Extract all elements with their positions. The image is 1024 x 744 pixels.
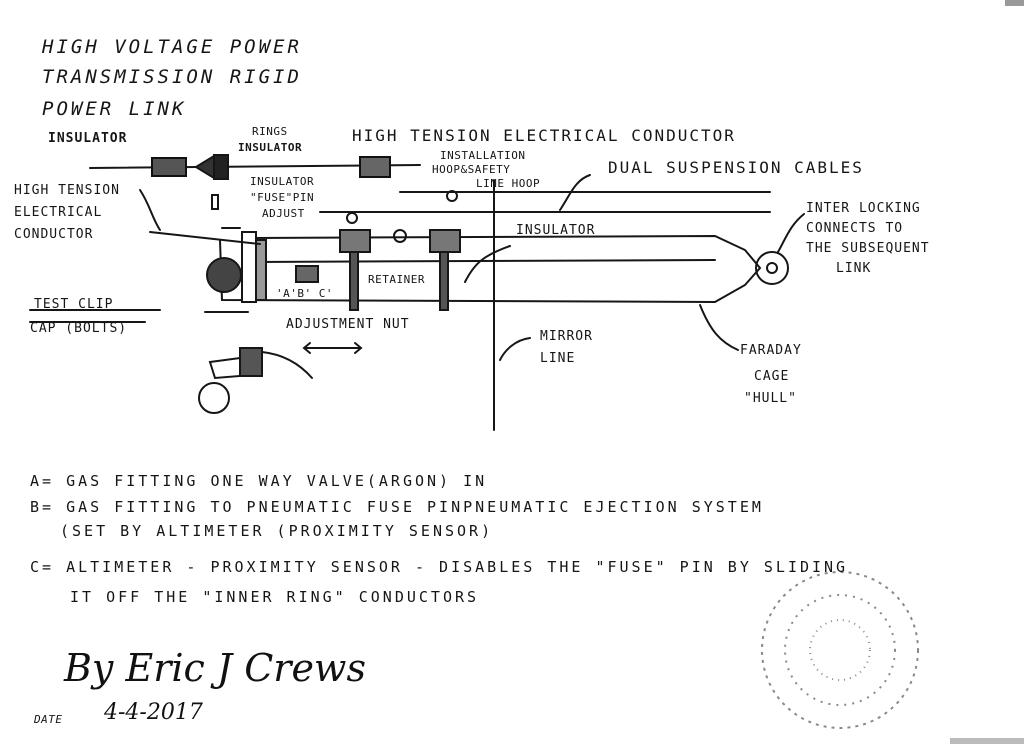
label-faraday-1: FARADAY	[740, 343, 802, 358]
note-b2: (SET BY ALTIMETER (PROXIMITY SENSOR)	[60, 522, 494, 540]
end-cap-gear	[206, 257, 242, 293]
leader-insulator-right	[464, 245, 511, 283]
hoop-left	[339, 229, 371, 253]
label-rings-insulator: INSULATOR	[238, 141, 303, 154]
title-line-1: HIGH VOLTAGE POWER	[42, 36, 302, 58]
leader-faraday	[699, 304, 739, 351]
corner-mark-top	[1005, 0, 1024, 6]
label-mirror-1: MIRROR	[540, 329, 593, 344]
lower-curve	[261, 351, 313, 379]
mid-insulator-block	[359, 156, 391, 178]
label-dual-suspension: DUAL SUSPENSION CABLES	[608, 158, 864, 177]
interlock-hole	[766, 262, 778, 274]
leader-mirror	[499, 337, 531, 361]
hoop-right	[429, 229, 461, 253]
date-label: DATE	[34, 713, 63, 726]
label-hoop-safety: HOOP&SAFETY	[432, 163, 511, 176]
faraday-hull-outline	[219, 234, 762, 304]
retainer-post-left	[349, 249, 359, 311]
leader-high-tension	[139, 189, 161, 231]
signature: By Eric J Crews	[64, 646, 366, 690]
fuse-pin-small	[211, 194, 219, 210]
label-insulator-top: INSULATOR	[48, 131, 128, 146]
note-b1: B= GAS FITTING TO PNEUMATIC FUSE PINPNEU…	[30, 498, 764, 516]
rings-block	[213, 154, 229, 180]
label-insulator-mid: INSULATOR	[250, 175, 315, 188]
label-mirror-2: LINE	[540, 351, 576, 366]
label-retainer: RETAINER	[368, 273, 425, 286]
top-insulator-block	[151, 157, 187, 177]
label-faraday-2: CAGE	[754, 369, 790, 384]
label-interlock-4: LINK	[836, 261, 872, 276]
label-interlock-2: CONNECTS TO	[806, 221, 904, 236]
label-high-tension-top: HIGH TENSION ELECTRICAL CONDUCTOR	[352, 126, 736, 145]
leader-interlock	[777, 213, 805, 253]
lower-fitting-body	[208, 356, 241, 380]
notary-stamp	[761, 571, 919, 729]
label-abc: 'A'B' C'	[276, 287, 333, 300]
label-high-tension-left-1: HIGH TENSION	[14, 183, 120, 198]
date-value: 4-4-2017	[104, 700, 203, 725]
title-line-3: POWER LINK	[42, 98, 187, 120]
label-high-tension-left-2: ELECTRICAL	[14, 205, 103, 220]
label-faraday-3: "HULL"	[744, 391, 797, 406]
label-test-clip: TEST CLIP	[34, 297, 114, 312]
label-high-tension-left-3: CONDUCTOR	[14, 227, 94, 242]
lower-ring	[198, 382, 230, 414]
label-interlock-1: INTER LOCKING	[806, 201, 921, 216]
cap-plate-2	[255, 239, 267, 301]
label-interlock-3: THE SUBSEQUENT	[806, 241, 930, 256]
hoop-left-eye	[346, 212, 358, 224]
note-a: A= GAS FITTING ONE WAY VALVE(ARGON) IN	[30, 472, 488, 490]
retainer-post-right	[439, 249, 449, 311]
label-installation: INSTALLATION	[440, 149, 526, 162]
abc-insulator	[295, 265, 319, 283]
rings-insulator-shape	[194, 154, 215, 180]
leader-dual	[559, 174, 591, 211]
label-cap-bolts: CAP (BOLTS)	[30, 321, 128, 336]
title-line-2: TRANSMISSION RIGID	[42, 66, 302, 88]
corner-mark-bottom	[950, 738, 1024, 744]
hoop-right-eye	[446, 190, 458, 202]
note-c2: IT OFF THE "INNER RING" CONDUCTORS	[70, 588, 480, 606]
label-adjustment-nut: ADJUSTMENT NUT	[286, 317, 410, 332]
label-fuse-adjust: ADJUST	[262, 207, 305, 220]
label-line-hoop: LINE HOOP	[476, 177, 541, 190]
lower-fitting	[239, 347, 263, 377]
label-fuse-pin: "FUSE"PIN	[250, 191, 315, 204]
interlock-ring	[755, 251, 789, 285]
label-rings: RINGS	[252, 125, 288, 138]
label-insulator-right: INSULATOR	[516, 223, 596, 238]
high-tension-lead	[149, 231, 261, 245]
safety-hoop	[393, 229, 407, 243]
note-c1: C= ALTIMETER - PROXIMITY SENSOR - DISABL…	[30, 558, 849, 576]
